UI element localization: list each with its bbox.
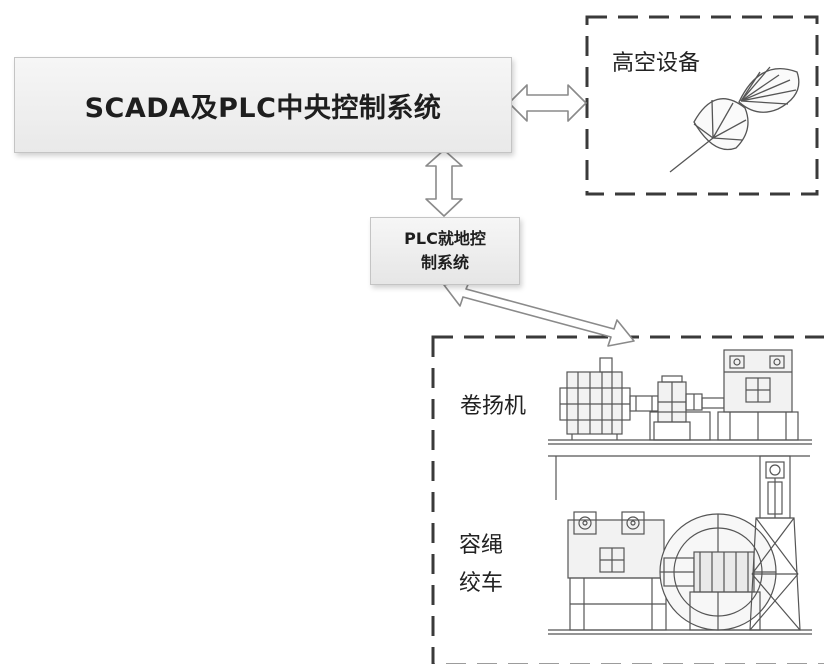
hoist-winch-drawing [548,349,812,445]
arrow-central-to-local [425,149,463,217]
rope-winch-label-line2: 绞车 [459,571,504,596]
local-control-system-box: PLC就地控 制系统 [370,217,520,285]
central-control-system-box: SCADA及PLC中央控制系统 [14,57,512,153]
rope-winch-label-line1: 容绳 [459,533,504,558]
arrow-local-to-ground [443,279,635,347]
aerial-equipment-group-border [585,15,819,196]
central-control-system-label: SCADA及PLC中央控制系统 [84,92,442,124]
local-control-system-label-line1: PLC就地控 [404,229,486,248]
arrow-central-to-aerial [508,84,587,122]
aerial-equipment-label: 高空设备 [612,51,701,76]
hoist-winch-label: 卷扬机 [460,394,527,419]
radar-dish-icon [669,98,749,173]
rope-winch-drawing [548,455,812,635]
local-control-system-label-line2: 制系统 [420,253,469,272]
radar-dish-icon [738,66,800,113]
